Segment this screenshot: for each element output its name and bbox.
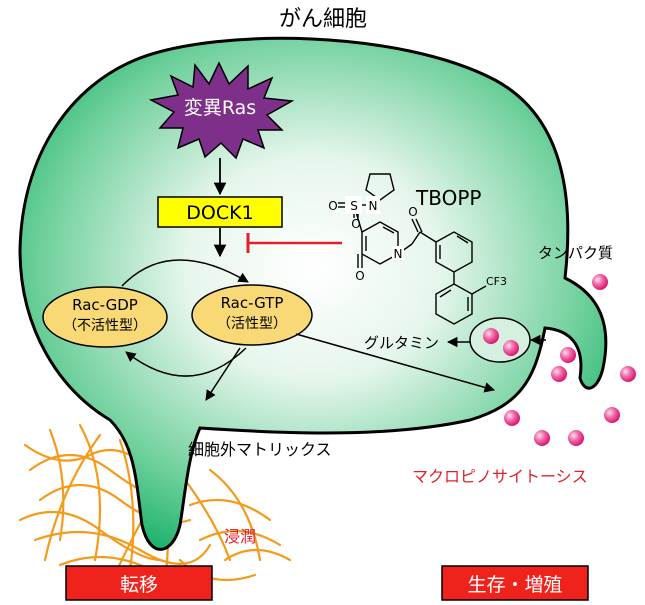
mutant-ras-label: 変異Ras (184, 97, 256, 119)
macropinocytosis-label: マクロピノサイトーシス (412, 467, 588, 486)
arrow-gdp-to-gtp (121, 259, 249, 287)
protein-label: タンパク質 (538, 244, 613, 262)
dock1-box (157, 196, 283, 228)
arrow-gtp-to-ecm (205, 347, 241, 401)
atom-s: S (350, 199, 358, 213)
atom-o-ketone: O (408, 205, 417, 219)
rac-gtp-name: Rac-GTP (221, 294, 284, 312)
rac-gdp-state: （不活性型） (63, 318, 147, 334)
atom-o-sulfonyl-bottom: O (351, 217, 360, 231)
internalized-protein-1 (483, 328, 499, 344)
tbopp-label: TBOPP (415, 186, 481, 210)
survival-label: 生存・増殖 (467, 574, 562, 596)
atom-cf3: CF3 (486, 275, 507, 288)
rac-gtp-state: （活性型） (217, 316, 287, 332)
rac-gdp-oval (42, 286, 168, 348)
cell-title: がん細胞 (279, 7, 367, 32)
metastasis-box (65, 565, 213, 601)
glutamine-label: グルタミン (364, 334, 439, 352)
tbopp-atoms: O S O N N O O CF3 (328, 196, 507, 288)
atom-n-ring: N (394, 247, 403, 261)
atom-o-carbonyl-ring: O (355, 269, 364, 283)
mutant-ras-star (148, 61, 295, 160)
extracellular-proteins (504, 274, 636, 446)
cancer-cell-body (18, 36, 608, 551)
internalized-protein-2 (503, 340, 519, 356)
ecm-label: 細胞外マトリックス (188, 440, 332, 459)
rac-gtp-oval (191, 284, 313, 346)
invasion-label: 浸潤 (224, 527, 256, 546)
rac-gdp-name: Rac-GDP (72, 296, 138, 314)
macropinosome (469, 317, 531, 363)
survival-box (441, 565, 589, 601)
metastasis-label: 転移 (120, 574, 158, 596)
arrow-gtp-to-macropinocytosis (295, 333, 496, 393)
atom-n-pyrrolidine: N (369, 199, 378, 213)
atom-o-sulfonyl-left: O (328, 199, 337, 213)
dock1-label: DOCK1 (186, 202, 253, 224)
